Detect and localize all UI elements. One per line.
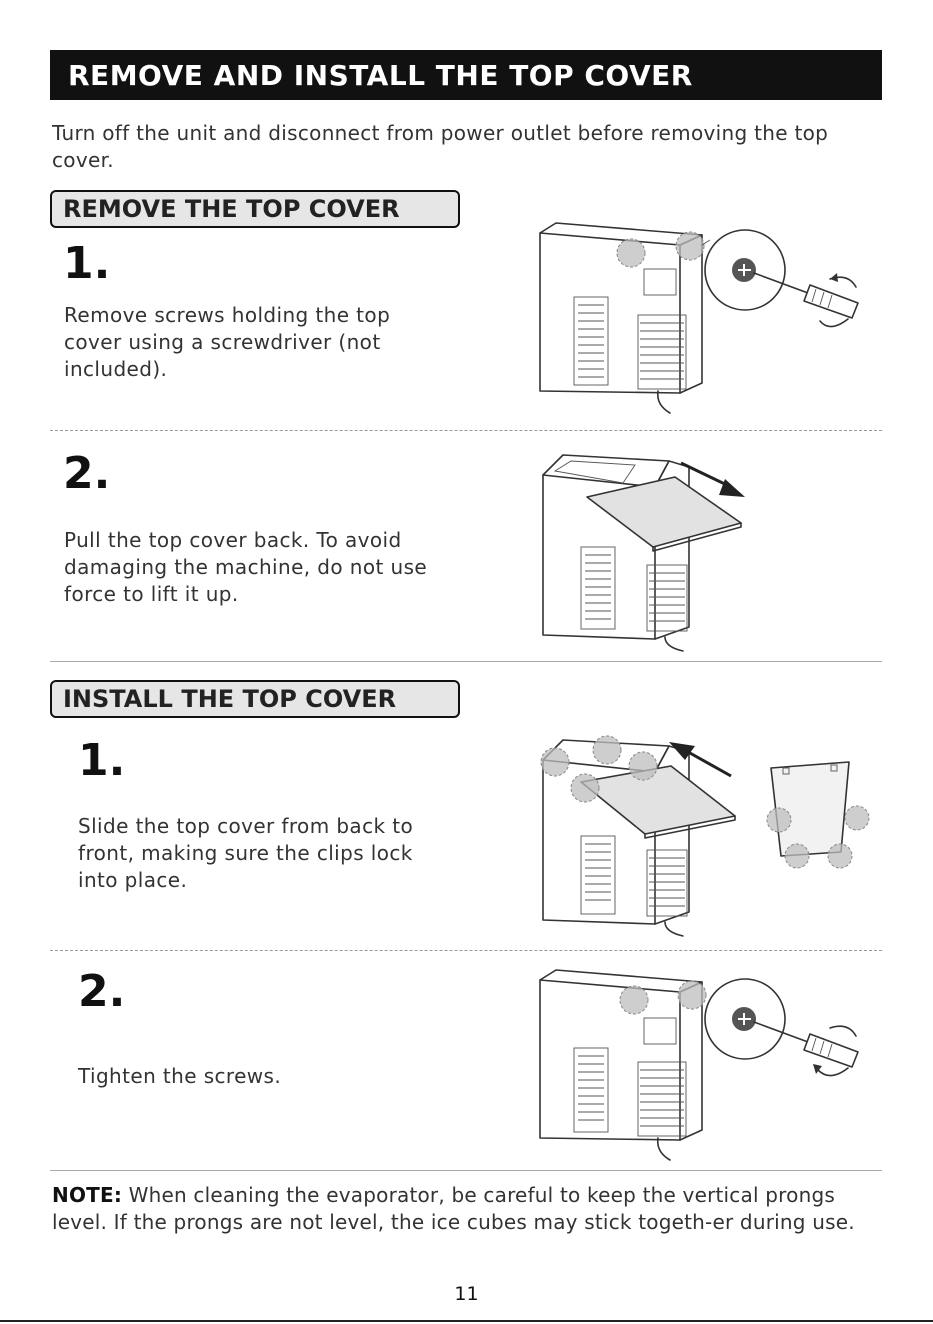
install-section-heading: INSTALL THE TOP COVER — [50, 680, 460, 718]
step-divider — [50, 430, 882, 431]
tighten-screws-illustration — [539, 969, 859, 1161]
intro-text: Turn off the unit and disconnect from po… — [52, 121, 829, 172]
remove-screws-illustration — [539, 222, 859, 414]
step-divider — [50, 950, 882, 951]
remove-step-1-number: 1. — [63, 238, 111, 289]
remove-step-2-text: Pull the top cover back. To avoid damagi… — [64, 528, 428, 606]
note-divider — [50, 1170, 882, 1171]
bottom-rule — [0, 1320, 933, 1322]
remove-step-1-text: Remove screws holding the top cover usin… — [64, 303, 391, 381]
page-title-bar: REMOVE AND INSTALL THE TOP COVER — [50, 50, 882, 100]
section-divider — [50, 661, 882, 662]
install-step-2-text: Tighten the screws. — [78, 1064, 282, 1088]
note-label: NOTE: — [52, 1183, 123, 1207]
pull-cover-back-illustration — [542, 454, 745, 652]
note-paragraph: NOTE: When cleaning the evaporator, be c… — [52, 1182, 887, 1236]
install-step-2-number: 2. — [78, 966, 126, 1017]
note-text: When cleaning the evaporator, be careful… — [52, 1183, 855, 1234]
page-title: REMOVE AND INSTALL THE TOP COVER — [68, 58, 693, 92]
remove-step-2-number: 2. — [63, 448, 111, 499]
slide-cover-forward-illustration — [540, 735, 870, 937]
install-step-1-number: 1. — [78, 735, 126, 786]
page-number: 11 — [454, 1283, 479, 1305]
install-step-1-text: Slide the top cover from back to front, … — [78, 814, 414, 892]
remove-section-heading: REMOVE THE TOP COVER — [50, 190, 460, 228]
